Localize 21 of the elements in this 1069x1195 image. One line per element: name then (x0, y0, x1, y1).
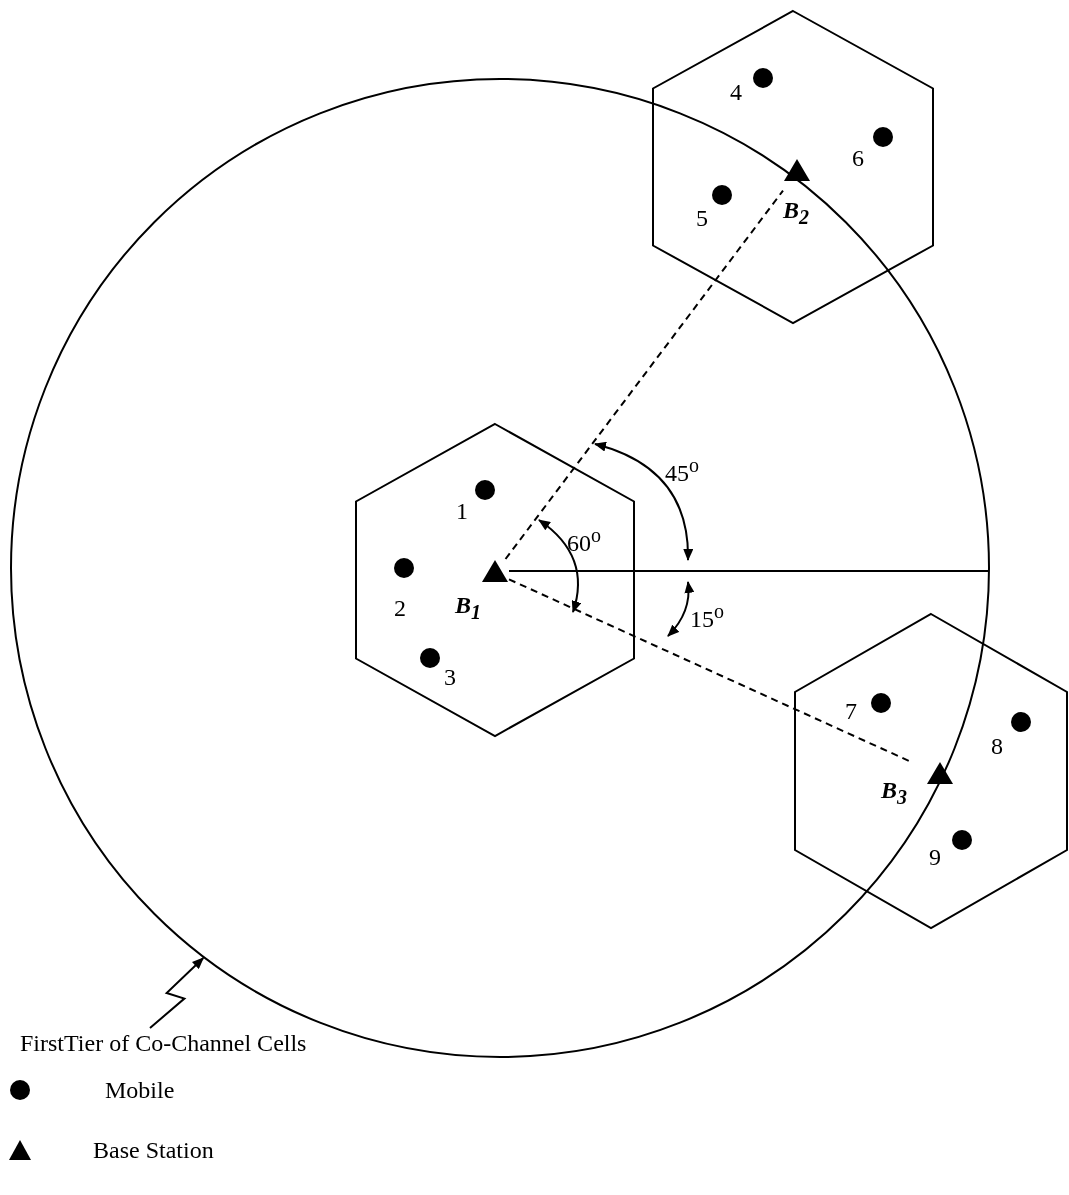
angle-label: 45$^{o}$ (665, 453, 699, 486)
caption-text: FirstTier of Co-Channel Cells (20, 1030, 307, 1056)
mobile-number: 8 (991, 733, 1003, 759)
mobile-number: 3 (444, 664, 456, 690)
mobile-number: 6 (852, 145, 864, 171)
base-station-label: B$_{3}$ (881, 777, 907, 810)
mobile-number: 7 (845, 698, 857, 724)
base-station-label: B$_{1}$ (455, 592, 481, 625)
mobile-number: 5 (696, 205, 708, 231)
angle-label: 15$^{o}$ (690, 599, 724, 632)
legend-text: Base Station (93, 1137, 214, 1163)
mobile-number: 2 (394, 595, 406, 621)
mobile-number: 4 (730, 79, 742, 105)
dashed-line (508, 578, 911, 762)
angle-label: 60$^{o}$ (567, 523, 601, 556)
leader-line (149, 956, 205, 1029)
base-station-label: B$_{2}$ (783, 197, 809, 230)
mobile-number: 1 (456, 498, 468, 524)
dashed-line (504, 189, 784, 560)
mobile-number: 9 (929, 844, 941, 870)
legend-text: Mobile (105, 1077, 175, 1103)
